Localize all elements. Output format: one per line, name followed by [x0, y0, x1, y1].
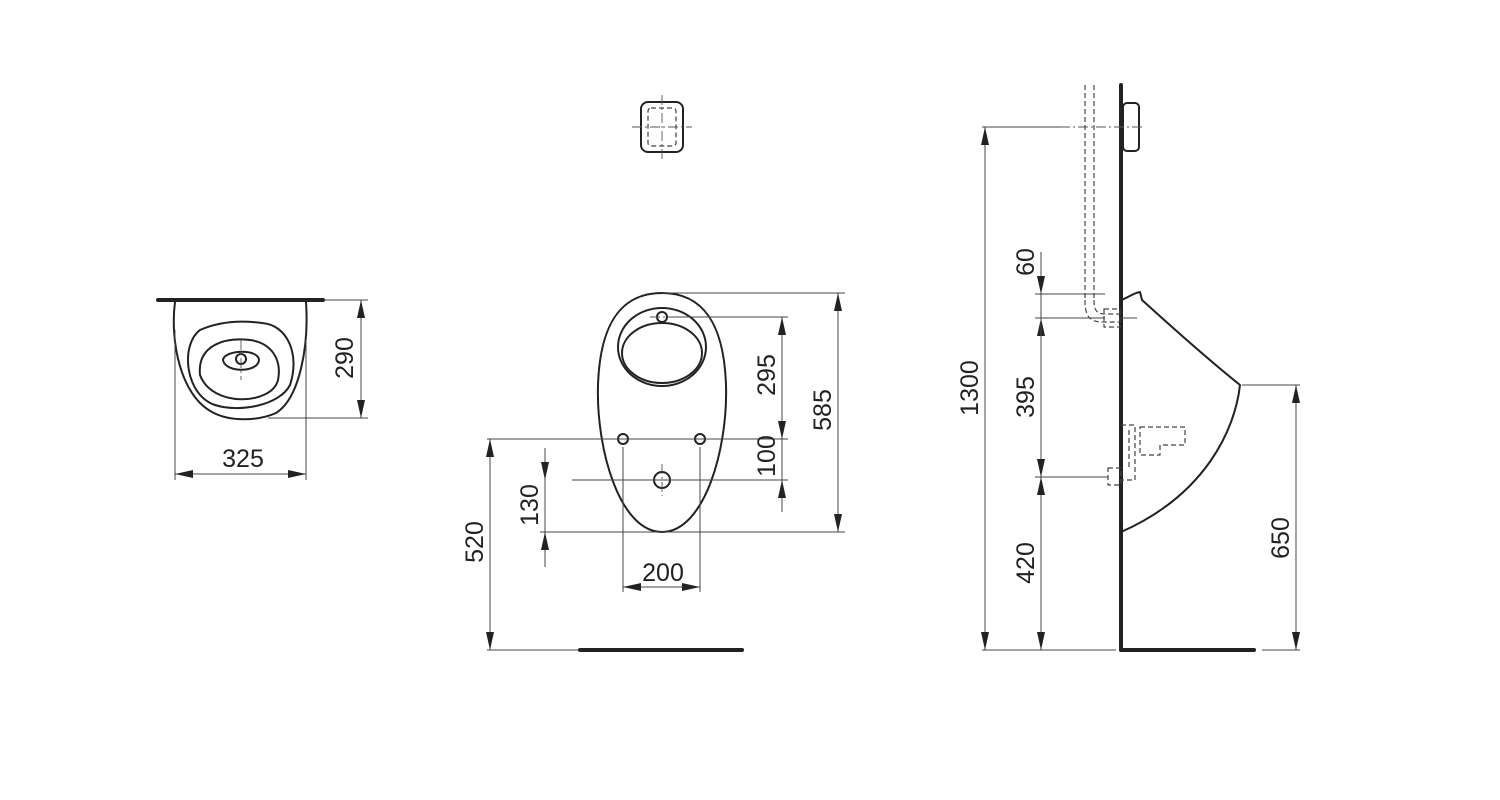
dim-420-label: 420 — [1012, 542, 1040, 584]
front-view-bowl-outline — [596, 292, 728, 533]
arrow — [1292, 385, 1300, 403]
arrow — [1037, 477, 1045, 495]
arrow — [778, 480, 786, 498]
front-view: 295 100 585 130 520 200 — [461, 95, 845, 652]
arrow — [1292, 632, 1300, 650]
arrow — [981, 127, 989, 145]
top-view-bowl-outline — [172, 301, 308, 421]
arrow — [778, 317, 786, 335]
dim-130-label: 130 — [516, 484, 544, 526]
arrow — [778, 421, 786, 439]
dim-650-label: 650 — [1267, 517, 1295, 559]
dim-395-label: 395 — [1012, 376, 1040, 418]
arrow — [486, 632, 494, 650]
arrow — [1037, 459, 1045, 477]
dim-585-label: 585 — [809, 389, 837, 431]
top-view-depth-label: 290 — [331, 337, 359, 379]
dim-100-label: 100 — [753, 435, 781, 477]
arrow — [1037, 276, 1045, 294]
top-view-basin — [198, 338, 280, 401]
top-view: 325 290 — [156, 298, 368, 480]
arrow — [357, 300, 365, 318]
front-view-rim-outer — [617, 307, 707, 387]
arrow — [357, 400, 365, 418]
dim-1300-label: 1300 — [956, 360, 984, 416]
side-view-bowl-profile — [1120, 291, 1241, 533]
side-view-inlet-connector — [1103, 308, 1121, 328]
side-view-supply-pipe-bend — [1084, 299, 1121, 323]
arrow — [541, 462, 549, 480]
arrow — [486, 439, 494, 457]
arrow — [175, 470, 193, 478]
arrow — [1037, 632, 1045, 650]
dim-295-label: 295 — [753, 354, 781, 396]
dim-60-label: 60 — [1012, 248, 1040, 276]
dim-520-label: 520 — [461, 521, 489, 563]
arrow — [682, 583, 700, 591]
front-view-rim-inner — [621, 322, 703, 384]
dim-200-label: 200 — [642, 559, 684, 587]
arrow — [541, 532, 549, 550]
top-view-spreader — [222, 350, 260, 371]
arrow — [834, 293, 842, 311]
arrow — [288, 470, 306, 478]
side-view-trap — [1121, 424, 1186, 481]
top-view-width-label: 325 — [222, 445, 264, 473]
arrow — [981, 632, 989, 650]
side-view: 1300 60 395 420 650 — [956, 83, 1300, 652]
top-view-inner-rim — [187, 320, 295, 409]
arrow — [834, 514, 842, 532]
arrow — [623, 583, 641, 591]
